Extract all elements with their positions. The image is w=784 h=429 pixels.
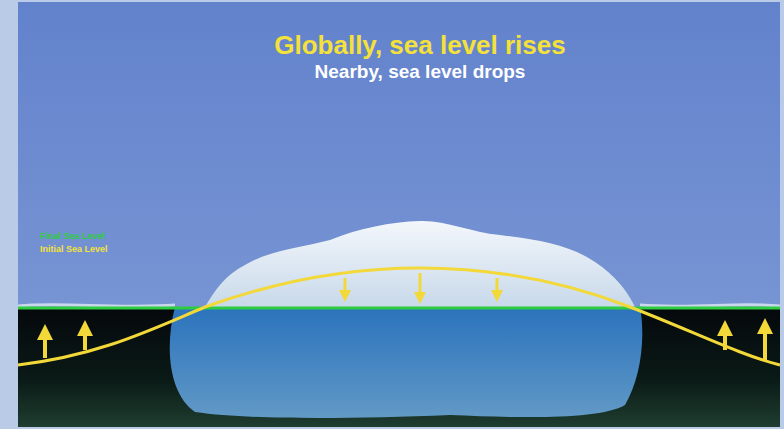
rise-arrows <box>45 326 765 360</box>
initial-sea-level-curve <box>18 268 780 365</box>
title: Globally, sea level rises <box>274 30 565 61</box>
drop-arrows <box>345 273 497 298</box>
legend-label: Initial Sea Level <box>40 244 108 254</box>
final-sea-level-line <box>18 307 780 310</box>
sky <box>18 2 780 427</box>
water-surface <box>18 305 780 307</box>
ice-above-water <box>205 221 635 307</box>
subtitle: Nearby, sea level drops <box>315 61 526 83</box>
ice-below-water <box>170 307 643 418</box>
ocean <box>18 307 780 427</box>
legend-label: Final Sea Level <box>40 231 105 241</box>
